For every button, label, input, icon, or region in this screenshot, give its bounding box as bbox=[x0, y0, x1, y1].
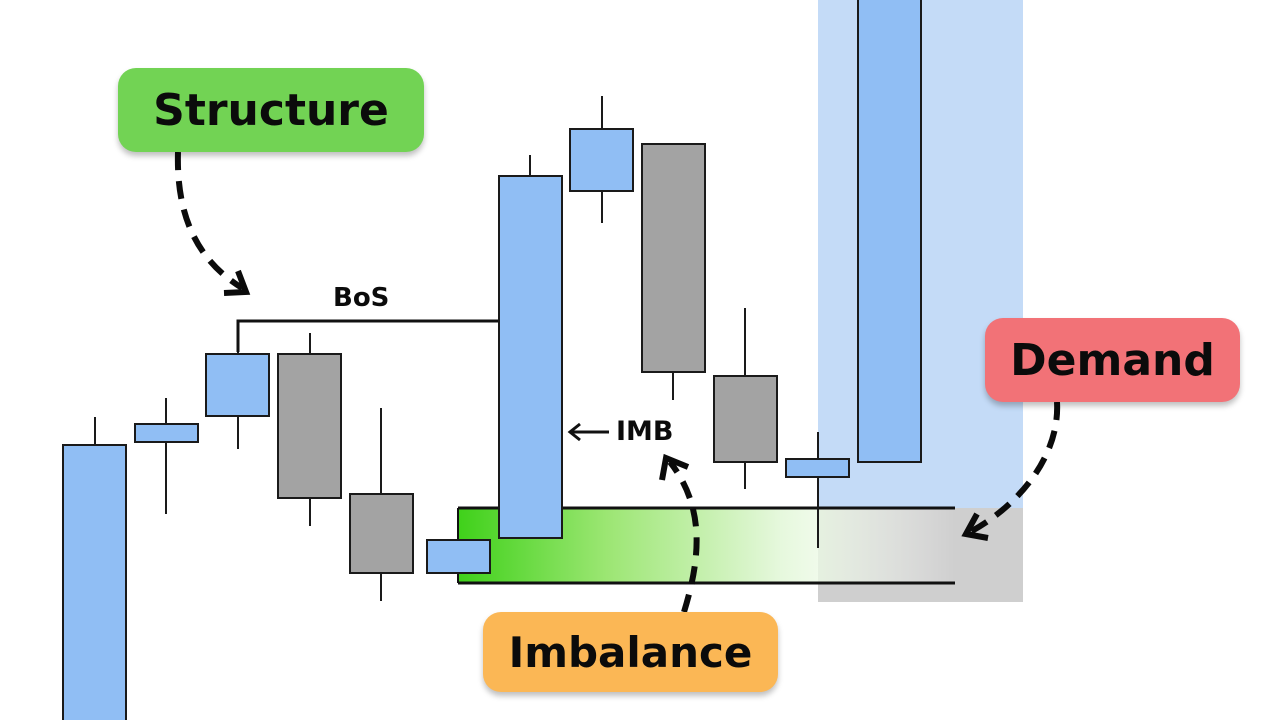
structure-label-pill: Structure bbox=[118, 68, 424, 152]
candle-7 bbox=[498, 155, 563, 539]
curved-dashed-arrow-icon bbox=[659, 453, 700, 613]
curved-dashed-arrow-icon bbox=[961, 401, 1061, 541]
bos-line bbox=[236, 319, 500, 352]
candle-5 bbox=[349, 408, 414, 601]
bos-label: BoS bbox=[333, 283, 390, 313]
candle-10 bbox=[713, 308, 778, 489]
imb-label: IMB bbox=[616, 416, 674, 447]
left-arrow-icon bbox=[567, 422, 609, 442]
candle-6 bbox=[426, 539, 491, 574]
curved-dashed-arrow-icon bbox=[174, 151, 251, 296]
demand-label-pill: Demand bbox=[985, 318, 1240, 402]
structure-label: Structure bbox=[153, 84, 389, 136]
candle-11 bbox=[785, 432, 850, 548]
candle-2 bbox=[134, 398, 199, 514]
candle-8 bbox=[569, 96, 634, 223]
candle-12 bbox=[857, 0, 922, 463]
candle-9 bbox=[641, 143, 706, 400]
imbalance-label-pill: Imbalance bbox=[483, 612, 778, 692]
candle-1 bbox=[62, 417, 127, 720]
demand-label: Demand bbox=[1010, 334, 1215, 386]
candle-4 bbox=[277, 333, 342, 526]
imbalance-label: Imbalance bbox=[508, 627, 753, 677]
candle-3 bbox=[205, 352, 270, 449]
